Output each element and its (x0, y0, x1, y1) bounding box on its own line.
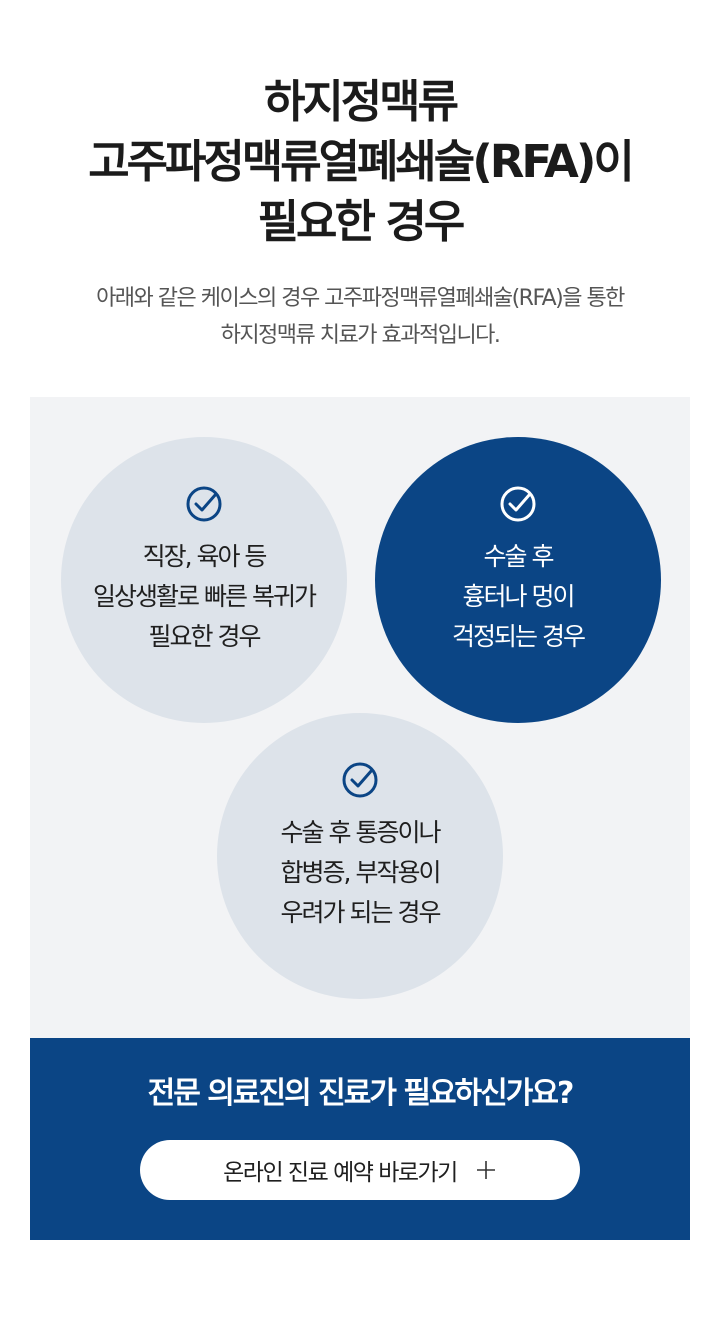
case-3-line-1: 수술 후 통증이나 (280, 818, 442, 847)
check-circle-icon (500, 486, 536, 522)
case-text: 수술 후 통증이나 합병증, 부작용이 우려가 되는 경우 (280, 813, 442, 933)
cta-title: 전문 의료진의 진료가 필요하신가요? (147, 1076, 575, 1111)
case-2-line-3: 걱정되는 경우 (452, 622, 586, 651)
title-line-3: 필요한 경우 (257, 195, 466, 248)
case-3-line-3: 우려가 되는 경우 (280, 898, 442, 927)
case-text: 직장, 육아 등 일상생활로 빠른 복귀가 필요한 경우 (93, 537, 317, 657)
subtitle-line-2: 하지정맥류 치료가 효과적입니다. (220, 323, 501, 348)
case-circle-1: 직장, 육아 등 일상생활로 빠른 복귀가 필요한 경우 (61, 437, 347, 723)
cta-banner: 전문 의료진의 진료가 필요하신가요? 온라인 진료 예약 바로가기 (30, 1038, 690, 1240)
plus-icon (476, 1161, 495, 1179)
page-subtitle: 아래와 같은 케이스의 경우 고주파정맥류열폐쇄술(RFA)을 통한 하지정맥류… (0, 280, 720, 354)
case-circle-3: 수술 후 통증이나 합병증, 부작용이 우려가 되는 경우 (217, 713, 503, 999)
online-booking-label: 온라인 진료 예약 바로가기 (223, 1160, 458, 1186)
check-circle-icon (186, 486, 222, 522)
subtitle-line-1: 아래와 같은 케이스의 경우 고주파정맥류열폐쇄술(RFA)을 통한 (96, 286, 625, 311)
case-1-line-1: 직장, 육아 등 (142, 542, 268, 571)
case-2-line-1: 수술 후 (483, 542, 555, 571)
check-circle-icon (342, 762, 378, 798)
case-text: 수술 후 흉터나 멍이 걱정되는 경우 (452, 537, 586, 657)
case-1-line-2: 일상생활로 빠른 복귀가 (93, 582, 317, 611)
case-1-line-3: 필요한 경우 (148, 622, 262, 651)
case-circle-2: 수술 후 흉터나 멍이 걱정되는 경우 (375, 437, 661, 723)
cases-panel: 직장, 육아 등 일상생활로 빠른 복귀가 필요한 경우 수술 후 흉터나 멍이… (30, 397, 690, 1040)
title-line-1: 하지정맥류 (263, 75, 459, 128)
title-line-2: 고주파정맥류열폐쇄술(RFA)이 (88, 135, 635, 188)
page-title: 하지정맥류 고주파정맥류열폐쇄술(RFA)이 필요한 경우 (0, 72, 720, 252)
case-2-line-2: 흉터나 멍이 (462, 582, 576, 611)
case-3-line-2: 합병증, 부작용이 (280, 858, 442, 887)
online-booking-button[interactable]: 온라인 진료 예약 바로가기 (140, 1140, 580, 1200)
